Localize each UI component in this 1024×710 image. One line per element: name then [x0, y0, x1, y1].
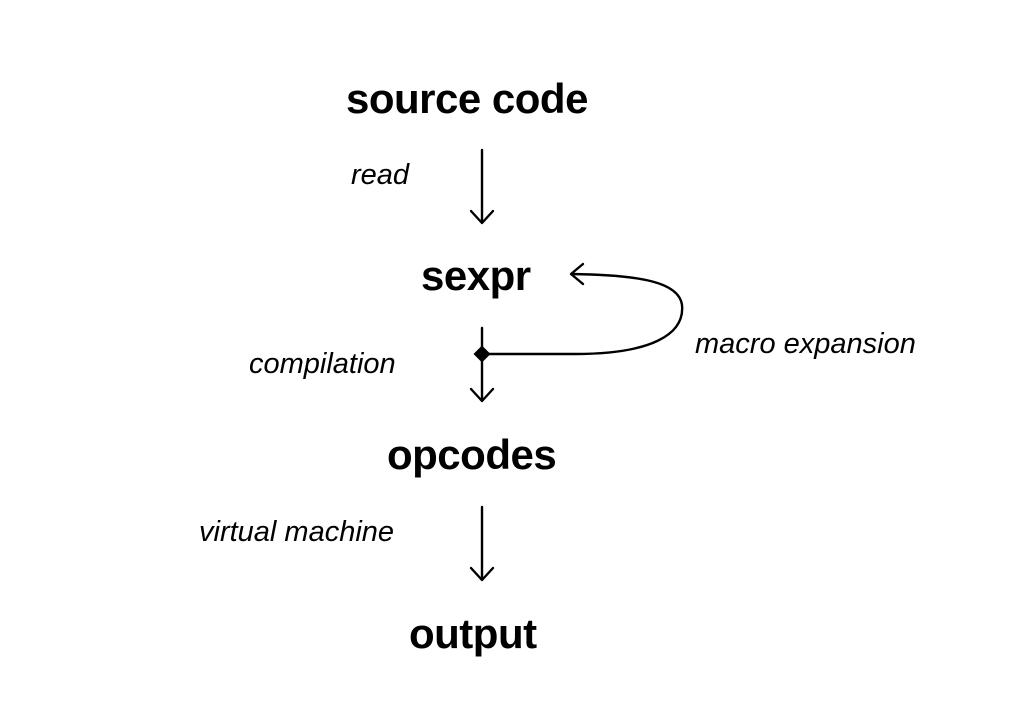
edge-label-macro-expansion: macro expansion — [695, 328, 916, 360]
read-arrow — [469, 148, 495, 225]
macro-expansion-loop-arrow — [473, 262, 684, 363]
virtual-machine-arrow — [469, 505, 495, 582]
junction-diamond — [473, 345, 491, 363]
edge-label-read: read — [351, 159, 410, 191]
edge-label-compilation: compilation — [249, 348, 396, 380]
compilation-arrow — [469, 326, 495, 403]
node-output: output — [409, 610, 537, 657]
edge-label-virtual-machine: virtual machine — [199, 516, 395, 548]
node-sexpr: sexpr — [421, 252, 531, 299]
node-source-code: source code — [346, 75, 588, 122]
node-opcodes: opcodes — [387, 431, 557, 478]
